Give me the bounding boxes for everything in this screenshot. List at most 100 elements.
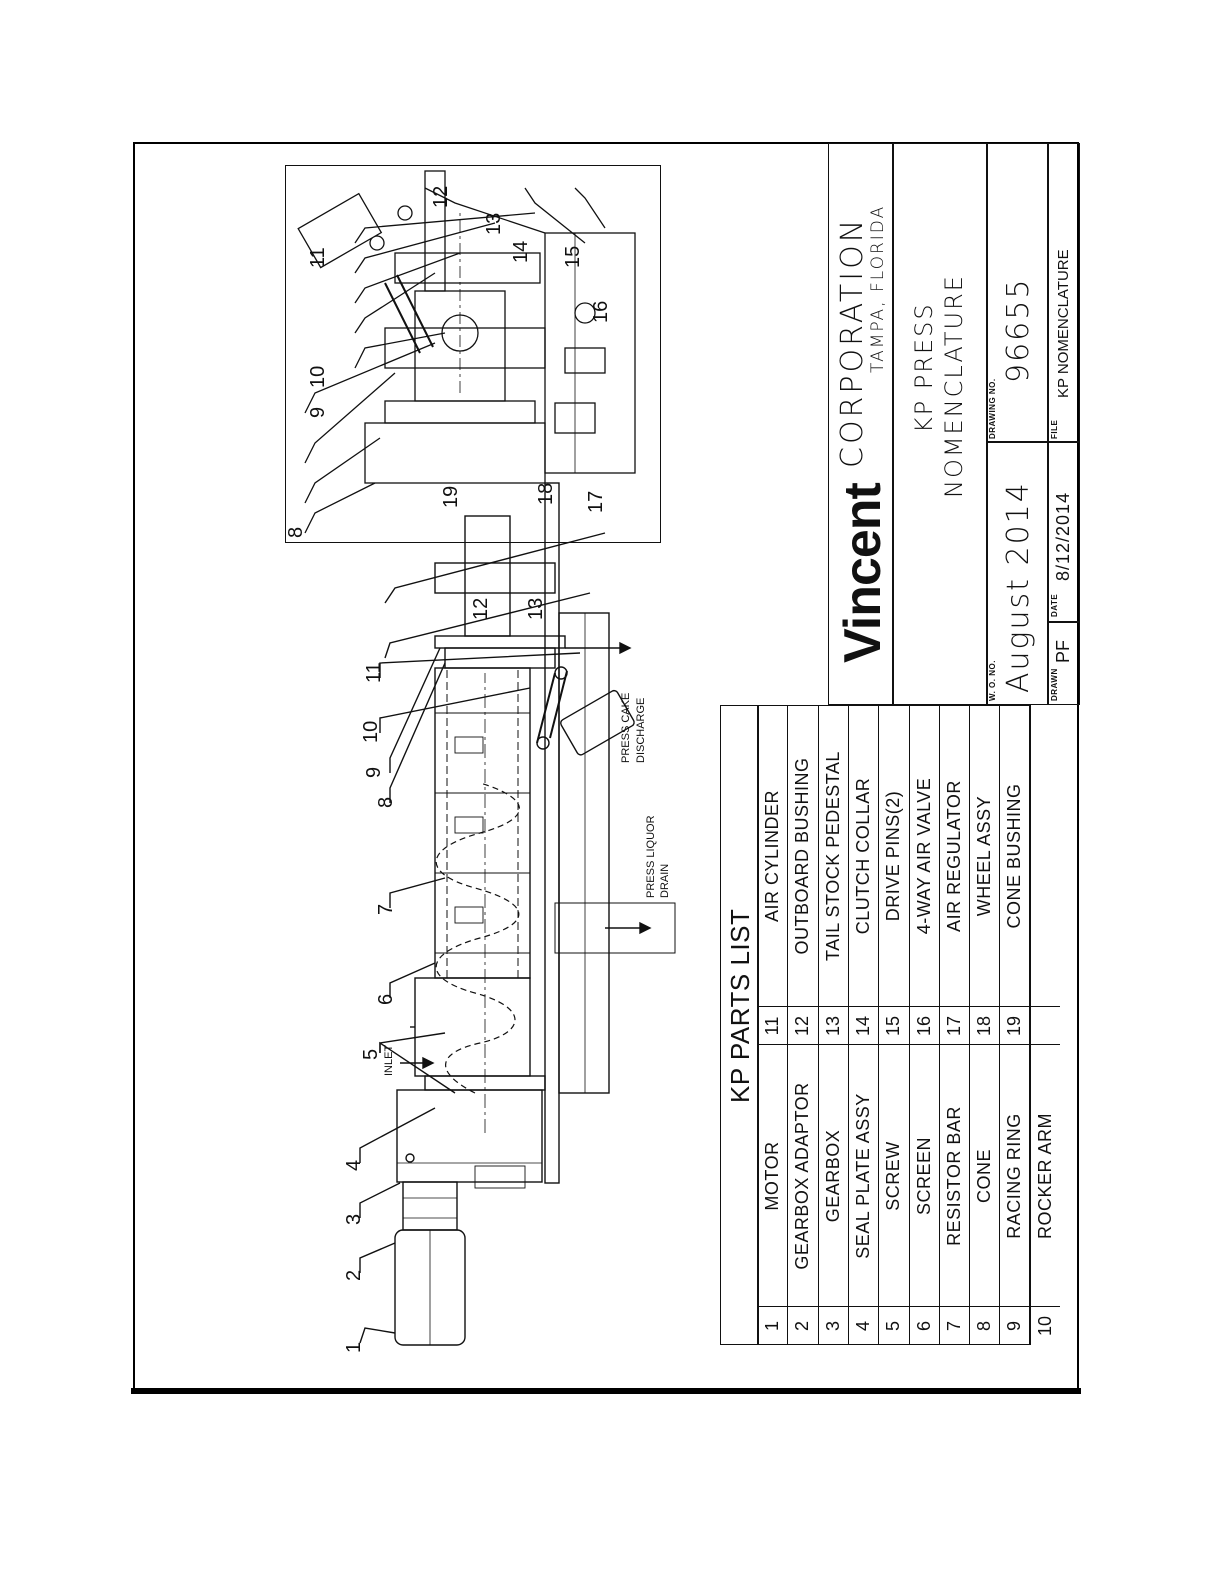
part-name: CONE BUSHING <box>1004 783 1025 929</box>
file-value: KP NOMENCLATURE <box>1055 249 1072 398</box>
company-logo: Vincent <box>834 483 892 663</box>
part-name: OUTBOARD BUSHING <box>792 757 813 955</box>
drawn-label: DRAWN <box>1050 668 1059 701</box>
part-name: SEAL PLATE ASSY <box>852 1093 873 1259</box>
part-number: 4 <box>852 1321 873 1332</box>
callout-main-9: 9 <box>363 766 385 778</box>
part-number: 12 <box>792 1015 813 1037</box>
main-press-drawing <box>359 482 676 1346</box>
callout-main-11: 11 <box>363 662 385 683</box>
parts-row-rule <box>817 705 819 1345</box>
tb-rule-drawn <box>1047 621 1080 623</box>
callout-inset-15: 15 <box>562 245 584 268</box>
part-number: 15 <box>883 1015 904 1037</box>
part-number: 11 <box>762 1016 782 1036</box>
callout-inset-11: 11 <box>307 247 329 268</box>
date-label: DATE <box>1050 593 1059 617</box>
part-name: WHEEL ASSY <box>974 795 995 917</box>
callout-inset-14: 14 <box>510 240 532 263</box>
callout-main-2: 2 <box>343 1269 365 1281</box>
parts-col-rule <box>757 1006 1060 1007</box>
company-location: TAMPA, FLORIDA <box>868 204 888 373</box>
part-number: 3 <box>822 1321 843 1332</box>
callout-main-6: 6 <box>375 993 397 1005</box>
rotated-landscape-sheet: 1 2 3 4 5 INLET 6 7 8 9 10 11 12 13 PRES… <box>135 143 1080 1393</box>
callout-inset-8: 8 <box>285 526 307 538</box>
part-number: 19 <box>1004 1015 1025 1037</box>
part-name: ROCKER ARM <box>1034 1112 1055 1240</box>
part-number: 5 <box>883 1321 904 1332</box>
callout-main-5: 5 <box>360 1048 382 1060</box>
part-name: RACING RING <box>1004 1113 1025 1239</box>
part-name: GEARBOX ADAPTOR <box>792 1082 813 1270</box>
drawing-no-label: DRAWING NO. <box>988 378 997 439</box>
parts-row-rule <box>999 705 1001 1345</box>
callout-main-10: 10 <box>360 720 382 743</box>
frame-left-line <box>133 142 135 1392</box>
wo-value: August 2014 <box>1001 481 1036 693</box>
parts-row-rule <box>878 705 880 1345</box>
part-name: AIR CYLINDER <box>762 789 782 923</box>
frame-bottom-line <box>131 1388 1081 1394</box>
part-name: CLUTCH COLLAR <box>852 777 873 935</box>
callout-main-7: 7 <box>375 903 397 915</box>
part-name: DRIVE PINS(2) <box>883 790 904 922</box>
part-name: SCREEN <box>913 1137 934 1216</box>
callout-inset-9: 9 <box>307 406 329 418</box>
file-label: FILE <box>1050 419 1059 439</box>
part-name: MOTOR <box>762 1141 782 1211</box>
callout-inset-18: 18 <box>535 482 557 505</box>
part-name: TAIL STOCK PEDESTAL <box>822 751 843 961</box>
frame-right-line <box>1077 142 1079 1392</box>
parts-row-rule <box>969 705 971 1345</box>
callout-main-8: 8 <box>375 796 397 808</box>
parts-row-rule <box>787 705 789 1345</box>
label-press-cake: PRESS CAKE <box>620 692 632 763</box>
parts-row-rule <box>1029 705 1031 1345</box>
part-name: RESISTOR BAR <box>943 1106 964 1246</box>
inset-detail-drawing <box>297 170 636 534</box>
callout-inset-13: 13 <box>483 212 505 235</box>
company-name: CORPORATION <box>835 216 870 468</box>
label-press-cake-discharge: DISCHARGE <box>635 697 647 763</box>
wo-label: W. O. NO. <box>988 660 997 701</box>
parts-list-title-rule <box>757 705 759 1345</box>
part-name: GEARBOX <box>822 1129 843 1223</box>
part-number: 10 <box>1034 1315 1055 1337</box>
part-number: 6 <box>913 1321 934 1332</box>
frame-top-line <box>133 142 1079 144</box>
callout-inset-17: 17 <box>585 490 607 513</box>
parts-row-rule <box>847 705 849 1345</box>
callout-main-3: 3 <box>343 1213 365 1225</box>
part-number: 17 <box>943 1015 964 1037</box>
callout-main-1: 1 <box>343 1341 365 1353</box>
part-number: 9 <box>1004 1321 1025 1332</box>
part-number: 7 <box>943 1321 964 1332</box>
part-number: 14 <box>852 1015 873 1037</box>
parts-col-rule <box>757 1044 1060 1045</box>
part-number: 16 <box>913 1015 934 1037</box>
drawing-no-value: 96655 <box>1001 277 1036 383</box>
part-number: 8 <box>974 1321 995 1332</box>
drawing-title-line2: NOMENCLATURE <box>940 274 968 498</box>
callout-main-12: 12 <box>470 597 492 620</box>
callout-inset-16: 16 <box>590 300 612 323</box>
part-name: CONE <box>974 1149 995 1204</box>
part-number: 18 <box>974 1015 995 1037</box>
part-number: 13 <box>822 1015 843 1037</box>
parts-list-title: KP PARTS LIST <box>725 908 755 1103</box>
callout-main-13: 13 <box>525 597 547 620</box>
parts-row-rule <box>938 705 940 1345</box>
callout-inset-10: 10 <box>307 365 329 388</box>
drawing-title-line1: KP PRESS <box>910 302 938 433</box>
label-press-liquor: PRESS LIQUOR <box>645 815 657 898</box>
drawn-value: PF <box>1053 639 1073 663</box>
part-number: 1 <box>762 1321 782 1332</box>
part-name: SCREW <box>883 1141 904 1211</box>
callout-main-4: 4 <box>343 1159 365 1171</box>
callout-inset-19: 19 <box>440 485 462 508</box>
label-press-liquor-drain: DRAIN <box>659 863 671 898</box>
tb-rule-vert <box>986 441 1080 443</box>
label-inlet: INLET <box>383 1044 395 1076</box>
